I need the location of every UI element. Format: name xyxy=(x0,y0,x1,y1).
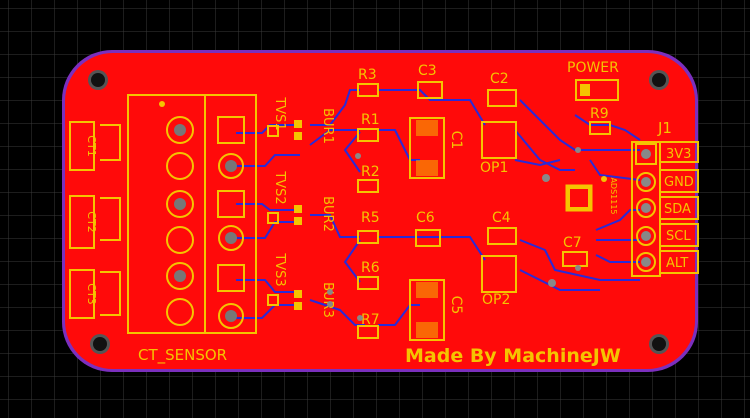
ct-sensor-connector: CT_SENSOR xyxy=(127,94,257,365)
c2-label: C2 xyxy=(490,71,509,87)
header-label: J1 xyxy=(657,119,672,137)
pin-sda-label: SDA xyxy=(664,202,691,217)
bur2-label: BUR2 xyxy=(320,196,335,232)
copper-traces xyxy=(236,89,641,326)
tvs1-label: TVS1 xyxy=(272,96,287,130)
connector-label: CT_SENSOR xyxy=(138,346,227,365)
r9-label: R9 xyxy=(590,106,609,122)
pin-3v3-label: 3V3 xyxy=(666,147,691,162)
mounting-holes xyxy=(88,70,669,354)
capacitors: C3 C2 C1 C6 C4 C5 C7 xyxy=(409,63,588,341)
bur3-label: BUR3 xyxy=(320,282,335,318)
ct3-label: CT3 xyxy=(85,283,98,304)
tvs-diodes: TVS1 TVS2 TVS3 xyxy=(267,96,287,306)
pin-alt-label: ALT xyxy=(666,256,688,271)
footer-credit: Made By MachineJW xyxy=(405,345,621,367)
r5-label: R5 xyxy=(361,210,380,226)
r3-label: R3 xyxy=(358,67,377,83)
pin-gnd-label: GND xyxy=(664,175,694,190)
c6-label: C6 xyxy=(416,210,435,226)
burden-resistors: BUR1 BUR2 BUR3 xyxy=(294,108,335,318)
op2-label: OP2 xyxy=(482,292,510,308)
pin-scl-label: SCL xyxy=(666,229,691,244)
op1-label: OP1 xyxy=(480,160,508,176)
tvs3-label: TVS3 xyxy=(272,252,287,286)
c5-label: C5 xyxy=(448,296,464,315)
adc-chip: ADS1115 xyxy=(565,176,618,215)
ct1-label: CT1 xyxy=(85,135,98,156)
power-label: POWER xyxy=(567,60,619,76)
ct2-label: CT2 xyxy=(85,211,98,232)
c7-label: C7 xyxy=(563,235,582,251)
tvs2-label: TVS2 xyxy=(272,170,287,204)
c4-label: C4 xyxy=(492,210,511,226)
connector-pads xyxy=(166,116,245,329)
resistors: R3 R1 R2 R5 R6 R7 R9 xyxy=(355,67,611,339)
c3-label: C3 xyxy=(418,63,437,79)
c1-label: C1 xyxy=(448,131,464,150)
ct-footprints: CT1 CT2 CT3 xyxy=(69,121,121,319)
r2-label: R2 xyxy=(361,164,380,180)
power-led: POWER xyxy=(567,60,619,101)
header-j1: J1 3V3 GND SDA SCL ALT xyxy=(631,119,699,277)
r1-label: R1 xyxy=(361,112,380,128)
bur1-label: BUR1 xyxy=(320,108,335,144)
opamps: OP1 OP2 xyxy=(480,121,517,308)
r6-label: R6 xyxy=(361,260,380,276)
r7-label: R7 xyxy=(361,312,380,328)
vias xyxy=(542,147,581,287)
adc-label: ADS1115 xyxy=(609,177,618,214)
